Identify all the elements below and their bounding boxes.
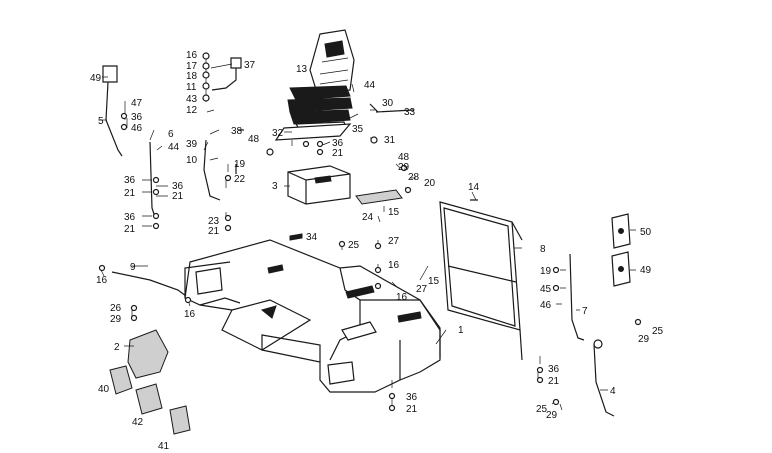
part-label: 39 [186, 139, 198, 150]
part-label: 16 [186, 50, 198, 61]
part-label: 36 [172, 181, 184, 192]
part-label: 30 [382, 98, 394, 109]
part-label: 10 [186, 155, 198, 166]
part-label: 25 [348, 240, 360, 251]
part-label: 44 [168, 142, 180, 153]
part-label: 36 [332, 138, 344, 149]
part-label: 37 [244, 60, 256, 71]
part-label: 19 [234, 159, 246, 170]
part-label: 49 [90, 73, 102, 84]
part-label: 15 [428, 276, 440, 287]
part-label: 21 [172, 191, 184, 202]
part-label: 50 [640, 227, 652, 238]
part-label: 49 [640, 265, 652, 276]
part-label: 20 [424, 178, 436, 189]
part-label: 23 [208, 216, 220, 227]
part-label: 29 [546, 410, 558, 421]
part-label: 29 [638, 334, 650, 345]
part-label: 34 [306, 232, 318, 243]
part-label: 7 [582, 306, 588, 317]
rod-4 [593, 339, 615, 417]
part-number-labels: 49 5 47 36 46 6 44 36 36 21 21 36 21 16 … [90, 50, 664, 452]
part-label: 44 [364, 80, 376, 91]
part-label: 16 [388, 260, 400, 271]
part-label: 8 [540, 244, 546, 255]
part-label: 4 [610, 386, 616, 397]
part-label: 21 [208, 226, 220, 237]
part-label: 21 [548, 376, 560, 387]
part-label: 2 [114, 342, 120, 353]
part-label: 36 [124, 212, 136, 223]
part-label: 22 [234, 174, 246, 185]
part-label: 46 [540, 300, 552, 311]
bracket-7 [569, 253, 585, 341]
part-label: 21 [124, 188, 136, 199]
part-label: 35 [352, 124, 364, 135]
part-label: 48 [398, 152, 410, 163]
part-label: 1 [458, 325, 464, 336]
pedal-41 [169, 405, 191, 435]
part-label: 6 [168, 129, 174, 140]
pedal-40 [109, 365, 133, 395]
part-label: 17 [186, 61, 198, 72]
mirror-49-right [611, 251, 631, 287]
pedal-42 [135, 383, 163, 415]
part-label: 21 [332, 148, 344, 159]
part-label: 45 [540, 284, 552, 295]
part-label: 5 [98, 116, 104, 127]
part-label: 36 [124, 175, 136, 186]
mirror-50 [611, 213, 631, 249]
part-label: 32 [272, 128, 284, 139]
part-label: 25 [652, 326, 664, 337]
lever-10 [203, 139, 221, 201]
seat-box [287, 165, 351, 205]
part-label: 18 [186, 71, 198, 82]
part-label: 12 [186, 105, 198, 116]
part-label: 38 [231, 126, 243, 137]
part-label: 25 [536, 404, 548, 415]
part-label: 40 [98, 384, 110, 395]
control-cable-37 [211, 57, 242, 91]
part-label: 27 [416, 284, 428, 295]
part-label: 16 [396, 292, 408, 303]
part-label: 16 [184, 309, 196, 320]
part-label: 43 [186, 94, 198, 105]
part-label: 47 [131, 98, 143, 109]
part-label: 9 [130, 262, 136, 273]
part-label: 3 [272, 181, 278, 192]
fasteners [98, 52, 642, 412]
part-label: 11 [186, 82, 197, 93]
part-label: 36 [548, 364, 560, 375]
part-label: 28 [408, 172, 420, 183]
part-label: 16 [96, 275, 108, 286]
lever-5 [102, 65, 123, 157]
cable-9 [111, 271, 187, 297]
part-label: 27 [388, 236, 400, 247]
part-label: 46 [131, 123, 143, 134]
part-label: 13 [296, 64, 308, 75]
part-label: 26 [110, 303, 122, 314]
part-label: 41 [158, 441, 170, 452]
part-label: 33 [404, 107, 416, 118]
part-label: 36 [406, 392, 418, 403]
lever-6 [149, 141, 155, 215]
cover-plate [355, 189, 403, 205]
pedal-cover-2 [127, 329, 169, 379]
part-label: 14 [468, 182, 480, 193]
part-label: 42 [132, 417, 144, 428]
part-label: 19 [540, 266, 552, 277]
part-label: 24 [362, 212, 374, 223]
part-label: 29 [110, 314, 122, 325]
part-label: 15 [388, 207, 400, 218]
part-label: 31 [384, 135, 396, 146]
part-label: 36 [131, 112, 143, 123]
guard-frame [439, 201, 523, 361]
part-label: 48 [248, 134, 260, 145]
part-label: 29 [398, 162, 410, 173]
operator-seat [274, 29, 355, 141]
part-label: 21 [406, 404, 418, 415]
part-label: 21 [124, 224, 136, 235]
floor-platform [184, 233, 441, 393]
